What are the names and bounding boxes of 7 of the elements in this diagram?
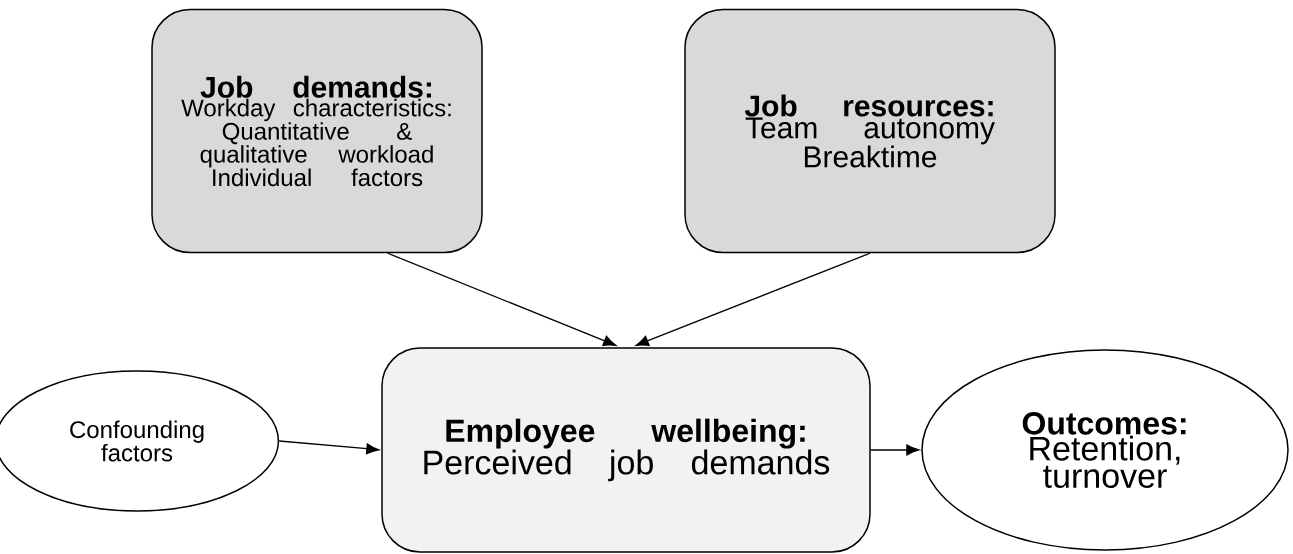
rounded-box: Job demands: Workday characteristics: Quantitative & qualitative workload Individual factors	[151, 8, 483, 254]
arrow	[278, 440, 380, 455]
rounded-box: Job resources: Team autonomy Breaktime	[684, 8, 1056, 254]
arrow	[387, 252, 617, 346]
arrow	[635, 252, 871, 347]
arrow	[870, 444, 920, 456]
rounded-box: Employee wellbeing: Perceived job demands	[381, 347, 871, 553]
